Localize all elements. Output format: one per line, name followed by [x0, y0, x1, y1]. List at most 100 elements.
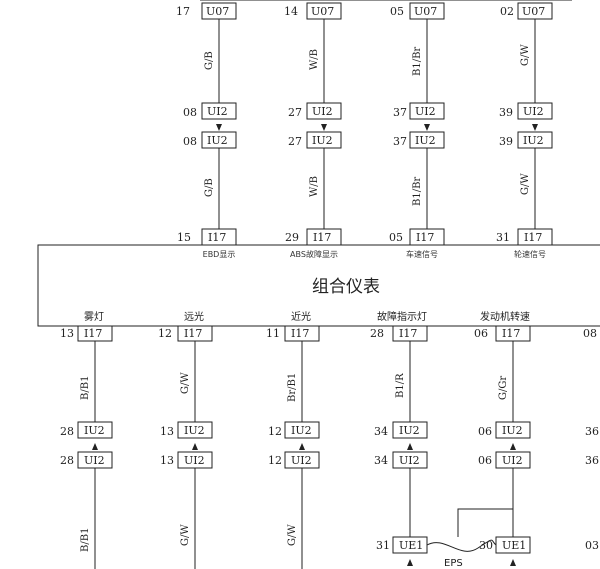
- pin-number: 03: [585, 539, 599, 552]
- wire-color-label: B1/R: [395, 373, 406, 398]
- cluster-title: 组合仪表: [312, 277, 380, 297]
- connector-code: U07: [522, 5, 545, 18]
- connector-code: U07: [311, 5, 334, 18]
- pin-number: 36: [585, 454, 599, 467]
- eps-label: EPS: [444, 558, 463, 569]
- connector-box: [517, 102, 553, 120]
- signal-label: ABS故障显示: [290, 249, 338, 259]
- wire-color-label: G/W: [520, 44, 531, 66]
- cluster-bottom-connector-4: 28 I17: [370, 325, 428, 342]
- pin-number: 12: [158, 327, 172, 340]
- mid-upper-connector-3: 37 UI2: [393, 102, 445, 120]
- wire-color-label: B/B1: [80, 528, 91, 552]
- connector-code: UI2: [312, 105, 333, 118]
- pin-number: 36: [585, 425, 599, 438]
- cluster-top-connector-3: 05 I17: [389, 228, 445, 246]
- connector-code: U07: [414, 5, 437, 18]
- connector-code: UI2: [184, 454, 205, 467]
- connector-box: [409, 102, 445, 120]
- cluster-top-connector-4: 31 I17: [496, 228, 553, 246]
- connector-box: [77, 421, 113, 439]
- pin-number: 14: [284, 5, 298, 18]
- connector-box: [306, 102, 342, 120]
- cluster-bottom-connector-3: 11 I17: [266, 325, 320, 342]
- wire-color-label: G/W: [287, 524, 298, 546]
- signal-label: 发动机转速: [480, 310, 530, 323]
- wire-color-label: Br/B1: [287, 373, 298, 402]
- pin-number: 17: [176, 5, 190, 18]
- pin-number: 37: [393, 135, 407, 148]
- connector-code: I17: [313, 231, 331, 244]
- pin-number: 08: [183, 135, 197, 148]
- pin-number: 13: [160, 454, 174, 467]
- top-connector-1: 17 U07: [176, 2, 237, 20]
- connector-code: IU2: [502, 424, 523, 437]
- pin-number: 27: [288, 135, 302, 148]
- wire-color-label: G/Gr: [498, 376, 509, 400]
- connector-code: I17: [502, 327, 520, 340]
- arrow-up-icon: [192, 443, 198, 450]
- cluster-bottom-connector-2: 12 I17: [158, 325, 213, 342]
- instrument-cluster-box: [37, 244, 600, 327]
- pin-number: 12: [268, 425, 282, 438]
- connector-code: I17: [291, 327, 309, 340]
- connector-code: IU2: [399, 424, 420, 437]
- connector-code: IU2: [415, 134, 436, 147]
- wire-color-label: G/B: [204, 51, 215, 70]
- mid-lower-connector-2: 27 IU2: [288, 131, 342, 149]
- bottom-upper-connector-1: 28 IU2: [60, 421, 113, 439]
- mid-upper-connector-2: 27 UI2: [288, 102, 342, 120]
- mid-lower-connector-4: 39 IU2: [499, 131, 553, 149]
- connector-code: IU2: [312, 134, 333, 147]
- connector-code: I17: [84, 327, 102, 340]
- pin-number: 34: [374, 425, 388, 438]
- top-connector-4: 02 U07: [500, 2, 553, 20]
- eps-twisted-wire: [426, 539, 497, 552]
- top-connector-2: 14 U07: [284, 2, 342, 20]
- wire-color-label: W/B: [309, 176, 320, 197]
- bottom-lower-connector-3: 12 UI2: [268, 451, 320, 469]
- wire-color-label: G/W: [520, 173, 531, 195]
- mid-arrows: [216, 124, 538, 131]
- pin-number: 31: [376, 539, 390, 552]
- connector-code: IU2: [207, 134, 228, 147]
- cluster-bottom-connector-5: 06 I17: [474, 325, 531, 342]
- arrow-up-icon: [407, 443, 413, 450]
- signal-label: 车速信号: [406, 249, 438, 259]
- arrow-down-icon: [216, 124, 222, 131]
- connector-code: UE1: [502, 539, 526, 552]
- connector-code: UI2: [291, 454, 312, 467]
- pin-number: 05: [390, 5, 404, 18]
- arrow-down-icon: [424, 124, 430, 131]
- pin-number: 06: [474, 327, 488, 340]
- pin-number: 31: [496, 231, 510, 244]
- connector-code: UI2: [523, 105, 544, 118]
- bottom-upper-connector-5: 06 IU2: [478, 421, 531, 439]
- signal-label: 雾灯: [84, 311, 104, 323]
- arrow-down-icon: [321, 124, 327, 131]
- pin-number: 11: [266, 327, 280, 340]
- bottom-lower-connector-1: 28 UI2: [60, 451, 113, 469]
- wire-color-label: G/W: [180, 372, 191, 394]
- cluster-top-connector-1: 15 I17: [177, 228, 237, 246]
- connector-code: IU2: [523, 134, 544, 147]
- bottom-upper-connector-3: 12 IU2: [268, 421, 320, 439]
- connector-code: I17: [399, 327, 417, 340]
- connector-code: UI2: [415, 105, 436, 118]
- pin-number: 06: [478, 454, 492, 467]
- wire-color-label: G/W: [180, 524, 191, 546]
- ue-connector-2: 30 UE1: [479, 536, 531, 554]
- signal-label: 故障指示灯: [377, 310, 427, 323]
- eps-shield-line: [457, 508, 513, 537]
- pin-number: 28: [370, 327, 384, 340]
- pin-number: 08: [183, 106, 197, 119]
- pin-number: 39: [499, 106, 513, 119]
- mid-lower-connector-1: 08 IU2: [183, 131, 237, 149]
- bottom-lower-connector-4: 34 UI2: [374, 451, 428, 469]
- connector-code: IU2: [184, 424, 205, 437]
- pin-number: 13: [160, 425, 174, 438]
- pin-number: 29: [285, 231, 299, 244]
- connector-box: [392, 421, 428, 439]
- arrow-up-icon: [510, 559, 516, 566]
- connector-code: UI2: [207, 105, 228, 118]
